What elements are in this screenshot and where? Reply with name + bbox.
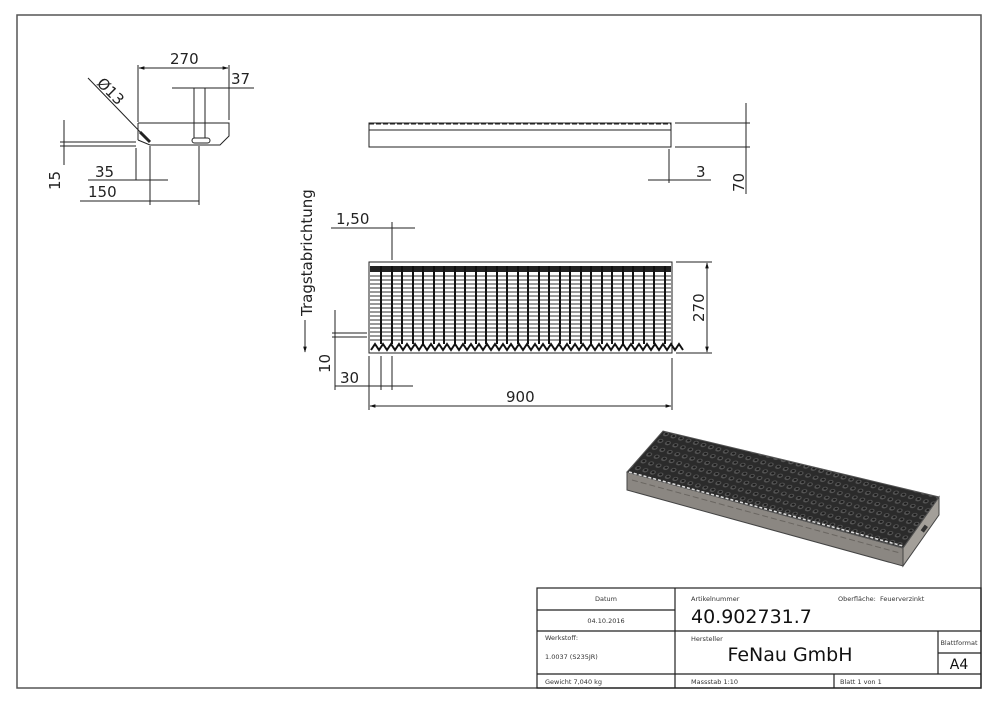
material-label: Werkstoff: — [545, 634, 578, 642]
dim-900: 900 — [506, 388, 535, 406]
dim-150: 150 — [88, 183, 117, 201]
format-label: Blattformat — [940, 639, 977, 647]
date-label: Datum — [595, 595, 617, 603]
dim-270-plan: 270 — [690, 293, 708, 322]
article-number: 40.902731.7 — [691, 606, 812, 628]
article-label: Artikelnummer — [691, 595, 740, 603]
surface-label: Oberfläche: — [838, 595, 876, 603]
dim-30: 30 — [340, 369, 359, 387]
dim-15: 15 — [46, 171, 64, 190]
weight: Gewicht 7,040 kg — [545, 678, 602, 686]
plan-view — [303, 222, 712, 410]
dim-1-50: 1,50 — [336, 210, 369, 228]
dim-270-side: 270 — [170, 50, 199, 68]
dim-3: 3 — [696, 163, 706, 181]
drawing-frame — [16, 14, 982, 689]
side-view — [60, 65, 254, 205]
front-view — [368, 103, 750, 194]
bearing-direction-label: Tragstabrichtung — [298, 189, 316, 317]
format-value: A4 — [950, 657, 969, 673]
sheet-number: Blatt 1 von 1 — [840, 678, 882, 686]
title-block — [536, 587, 982, 689]
dim-diameter-13: Ø13 — [93, 74, 128, 109]
date-value: 04.10.2016 — [587, 617, 624, 625]
manufacturer-label: Hersteller — [691, 635, 723, 643]
surface-value: Feuerverzinkt — [880, 595, 925, 603]
material-value: 1.0037 (S235JR) — [545, 653, 598, 661]
manufacturer-name: FeNau GmbH — [727, 644, 852, 666]
dim-37: 37 — [231, 70, 250, 88]
dim-70: 70 — [730, 173, 748, 192]
isometric-view — [626, 430, 940, 568]
scale: Massstab 1:10 — [691, 678, 738, 686]
dim-10: 10 — [316, 354, 334, 373]
dim-35: 35 — [95, 163, 114, 181]
